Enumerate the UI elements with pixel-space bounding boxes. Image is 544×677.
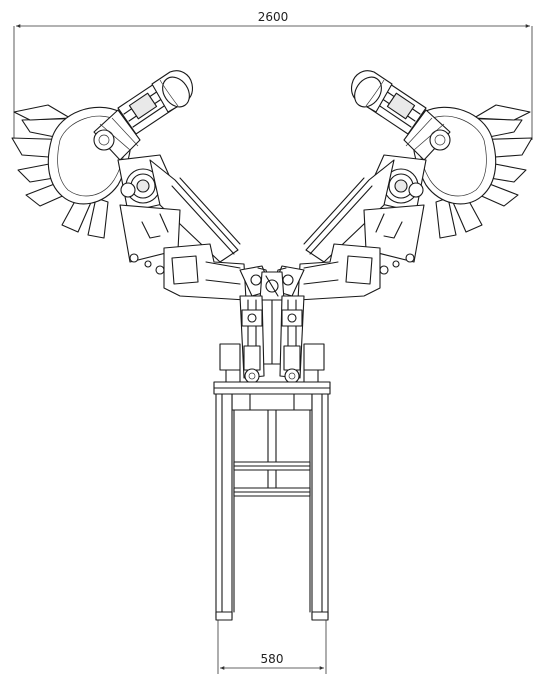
right-cutter-head	[271, 70, 533, 301]
base-beam	[213, 381, 331, 411]
overall-width-dimension: 2600	[13, 10, 533, 140]
fork-frame	[215, 393, 329, 621]
overall-width-label: 2600	[258, 10, 289, 24]
left-leg	[239, 295, 265, 384]
left-cutter-head	[11, 70, 273, 301]
base-width-dimension: 580	[217, 620, 327, 674]
base-width-label: 580	[261, 652, 284, 666]
right-leg	[279, 295, 305, 384]
